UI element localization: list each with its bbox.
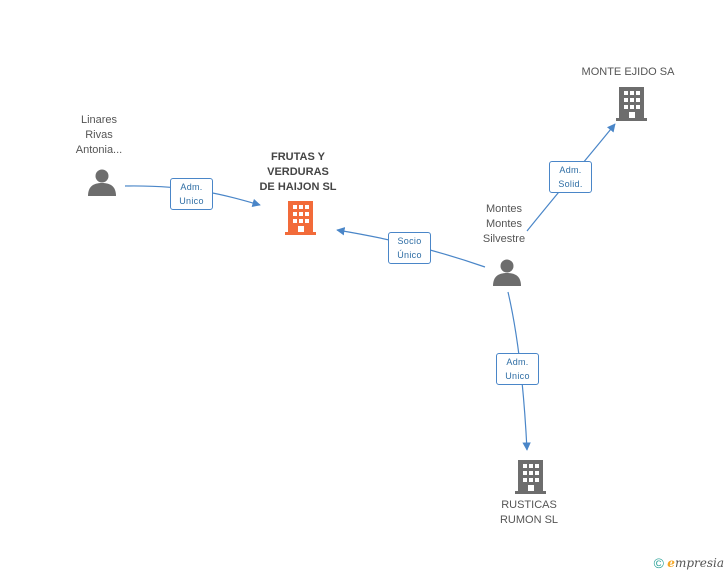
node-label-rusticas[interactable]: RUSTICAS RUMON SL — [488, 498, 570, 528]
edge-label-line: Adm. — [506, 357, 529, 367]
person-icon-linares[interactable] — [88, 169, 116, 197]
brand-name: mpresia — [674, 556, 724, 570]
node-label-monte-ejido[interactable]: MONTE EJIDO SA — [578, 65, 678, 80]
edge-label-line: Unico — [179, 196, 204, 206]
edge-label-line: Socio — [397, 236, 422, 246]
building-icon-monte-ejido[interactable] — [616, 87, 647, 121]
edge-label-line: Unico — [505, 371, 530, 381]
edge-label-line: Solid. — [558, 179, 583, 189]
edge-label-montes-frutas[interactable]: Socio Único — [388, 232, 431, 264]
node-label-line: Montes — [485, 203, 523, 215]
edge-label-montes-rusticas[interactable]: Adm. Unico — [496, 353, 539, 385]
node-label-line: MONTE EJIDO SA — [581, 66, 675, 78]
edge-label-line: Adm. — [180, 182, 203, 192]
node-label-line: Antonia... — [75, 144, 123, 156]
edge-label-line: Adm. — [559, 165, 582, 175]
person-icon-montes[interactable] — [493, 259, 521, 287]
edge-label-line: Único — [397, 250, 422, 260]
brand-initial: e — [667, 556, 675, 570]
node-label-line: RUMON SL — [499, 514, 559, 526]
node-label-line: Rivas — [85, 129, 113, 141]
node-label-line: Silvestre — [482, 233, 526, 245]
node-label-line: DE HAIJON SL — [259, 181, 337, 193]
building-icon-frutas[interactable] — [285, 201, 316, 235]
edge-label-montes-monte-ejido[interactable]: Adm. Solid. — [549, 161, 592, 193]
brand-logo[interactable]: © empresia — [654, 555, 724, 571]
node-label-line: FRUTAS Y — [271, 151, 325, 163]
edge-label-linares-frutas[interactable]: Adm. Unico — [170, 178, 213, 210]
node-label-line: Montes — [485, 218, 523, 230]
node-label-linares[interactable]: Linares Rivas Antonia... — [58, 113, 140, 158]
node-label-montes[interactable]: Montes Montes Silvestre — [464, 202, 544, 247]
building-icon-rusticas[interactable] — [515, 460, 546, 494]
copyright-icon: © — [653, 555, 664, 571]
node-label-line: Linares — [80, 114, 118, 126]
node-label-line: VERDURAS — [267, 166, 329, 178]
node-label-line: RUSTICAS — [501, 499, 557, 511]
node-label-frutas[interactable]: FRUTAS Y VERDURAS DE HAIJON SL — [248, 150, 348, 195]
